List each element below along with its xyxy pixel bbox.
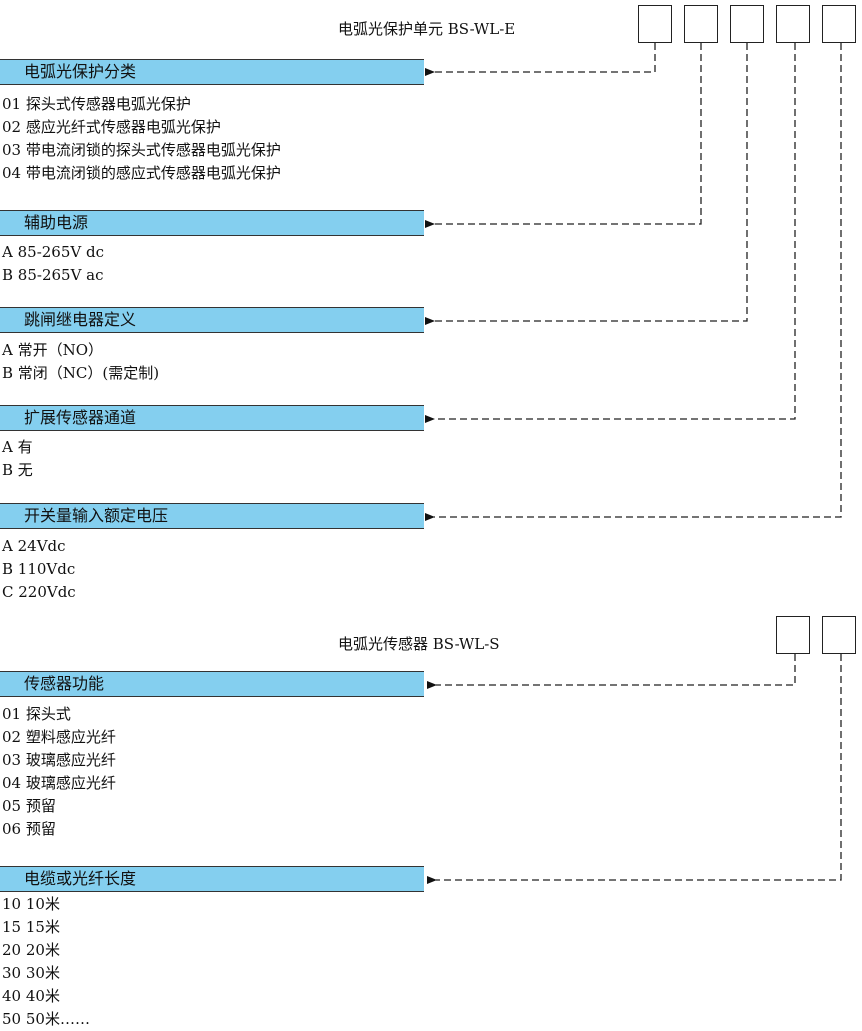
section-header-arc-protection-type: 电弧光保护分类 <box>0 59 424 85</box>
list-item: A 常开（NO） <box>2 341 104 359</box>
list-item: A 24Vdc <box>2 537 66 555</box>
list-item: 10 10米 <box>2 895 60 913</box>
list-item: 20 20米 <box>2 941 60 959</box>
sensor-title: 电弧光传感器 BS-WL-S <box>338 635 500 653</box>
list-item: B 常闭（NC）(需定制) <box>2 364 160 382</box>
unit-code-box-3 <box>730 5 764 43</box>
option-list-aux-power: A 85-265V dc B 85-265V ac <box>2 241 104 287</box>
unit-code-box-5 <box>822 5 856 43</box>
section-header-aux-power: 辅助电源 <box>0 210 424 236</box>
list-item: 06 预留 <box>2 820 56 838</box>
list-item: 30 30米 <box>2 964 60 982</box>
unit-title: 电弧光保护单元 BS-WL-E <box>338 20 516 38</box>
list-item: 02 感应光纤式传感器电弧光保护 <box>2 118 221 136</box>
list-item: 05 预留 <box>2 797 56 815</box>
list-item: A 85-265V dc <box>2 243 104 261</box>
section-header-trip-relay: 跳闸继电器定义 <box>0 307 424 333</box>
list-item: 50 50米…… <box>2 1010 90 1028</box>
unit-code-box-1 <box>638 5 672 43</box>
list-item: 02 塑料感应光纤 <box>2 728 116 746</box>
list-item: 15 15米 <box>2 918 60 936</box>
section-header-cable-length: 电缆或光纤长度 <box>0 866 424 892</box>
section-header-switch-input-voltage: 开关量输入额定电压 <box>0 503 424 529</box>
list-item: 40 40米 <box>2 987 60 1005</box>
option-list-sensor-function: 01 探头式 02 塑料感应光纤 03 玻璃感应光纤 04 玻璃感应光纤 05 … <box>2 703 116 841</box>
connector-cable-length <box>427 654 842 884</box>
list-item: 03 带电流闭锁的探头式传感器电弧光保护 <box>2 141 281 159</box>
list-item: 04 玻璃感应光纤 <box>2 774 116 792</box>
option-list-cable-length: 10 10米 15 15米 20 20米 30 30米 40 40米 50 50… <box>2 893 90 1031</box>
option-list-arc-protection-type: 01 探头式传感器电弧光保护 02 感应光纤式传感器电弧光保护 03 带电流闭锁… <box>2 93 281 185</box>
connector-trip-relay <box>425 43 748 325</box>
list-item: C 220Vdc <box>2 583 76 601</box>
list-item: 04 带电流闭锁的感应式传感器电弧光保护 <box>2 164 281 182</box>
list-item: 03 玻璃感应光纤 <box>2 751 116 769</box>
sensor-code-box-1 <box>776 616 810 654</box>
list-item: B 110Vdc <box>2 560 76 578</box>
unit-code-box-4 <box>776 5 810 43</box>
section-header-extension-channel: 扩展传感器通道 <box>0 405 424 431</box>
connector-aux-power <box>425 43 702 228</box>
section-header-sensor-function: 传感器功能 <box>0 671 424 697</box>
connector-extension-channel <box>425 43 796 423</box>
option-list-extension-channel: A 有 B 无 <box>2 436 33 482</box>
list-item: B 85-265V ac <box>2 266 104 284</box>
list-item: 01 探头式传感器电弧光保护 <box>2 95 191 113</box>
sensor-code-box-2 <box>822 616 856 654</box>
list-item: 01 探头式 <box>2 705 71 723</box>
connector-sensor-function <box>427 654 796 689</box>
unit-code-box-2 <box>684 5 718 43</box>
option-list-trip-relay: A 常开（NO） B 常闭（NC）(需定制) <box>2 339 159 385</box>
connector-switch-input-voltage <box>425 43 842 521</box>
option-list-switch-input-voltage: A 24Vdc B 110Vdc C 220Vdc <box>2 535 76 604</box>
list-item: B 无 <box>2 461 33 479</box>
list-item: A 有 <box>2 438 33 456</box>
connector-arc-protection-type <box>425 43 656 76</box>
